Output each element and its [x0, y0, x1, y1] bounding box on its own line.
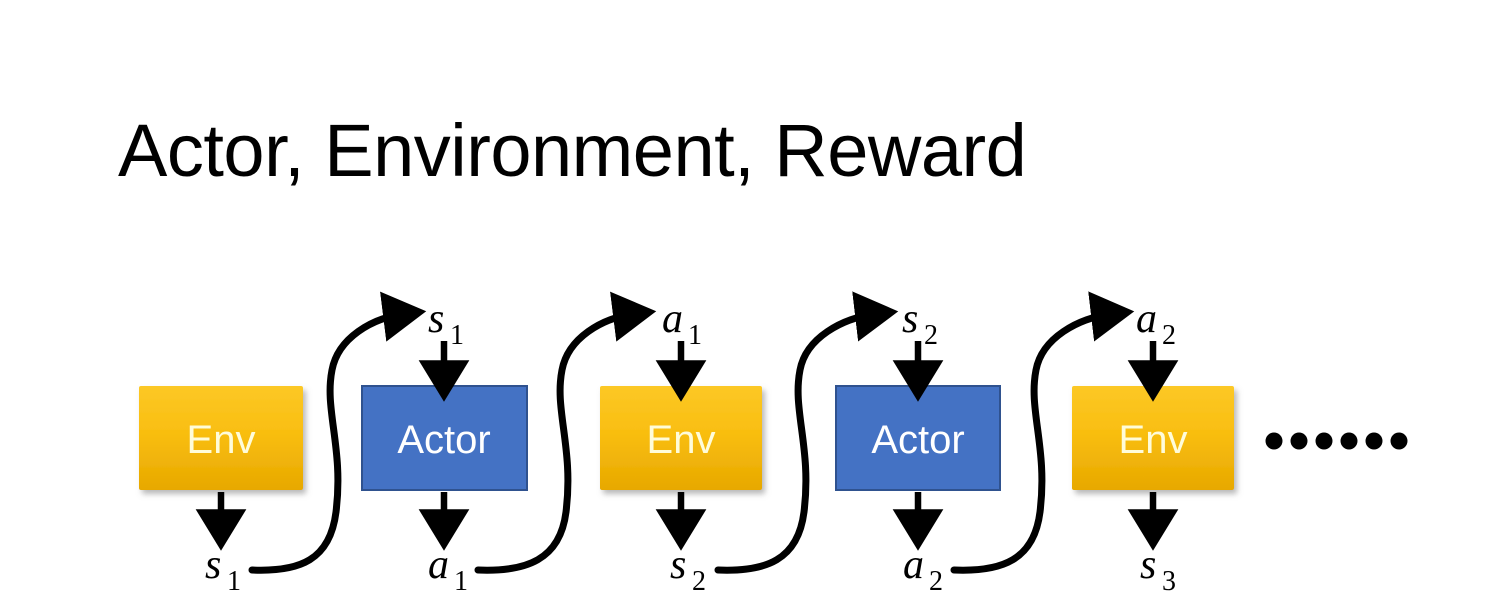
label-subscript: 2	[692, 566, 706, 597]
label-top-a1: a 1	[662, 296, 702, 351]
label-bottom-a1: a 1	[428, 542, 468, 597]
ellipsis-dot	[1365, 432, 1383, 450]
node-label: Env	[647, 418, 716, 462]
label-bottom-s1: s 1	[205, 542, 241, 597]
label-base: s	[428, 296, 444, 342]
ellipsis-dot	[1265, 432, 1283, 450]
label-top-s1: s 1	[428, 296, 464, 351]
ellipsis-continuation	[1265, 432, 1408, 450]
label-base: a	[1136, 296, 1157, 342]
env-box-shape	[600, 386, 762, 490]
flow-curve-a2	[950, 291, 1135, 574]
node-label: Actor	[397, 418, 490, 462]
label-base: s	[902, 296, 918, 342]
actor-box-shape	[835, 385, 1001, 491]
label-bottom-s2: s 2	[670, 542, 706, 597]
node-actor-2[interactable]: Actor	[835, 385, 1001, 491]
label-bottom-a2: a 2	[903, 542, 943, 597]
label-top-a2: a 2	[1136, 296, 1176, 351]
label-subscript: 2	[924, 320, 938, 351]
node-actor-1[interactable]: Actor	[361, 385, 528, 491]
label-subscript: 1	[454, 566, 468, 597]
ellipsis-dot	[1340, 432, 1358, 450]
label-subscript: 1	[450, 320, 464, 351]
node-label: Actor	[871, 418, 964, 462]
label-base: s	[1140, 542, 1156, 588]
page-title: Actor, Environment, Reward	[118, 109, 1027, 192]
label-base: s	[205, 542, 221, 588]
label-subscript: 2	[929, 566, 943, 597]
flow-curve-s2	[714, 291, 899, 574]
env-box-shape	[1072, 386, 1234, 490]
label-subscript: 3	[1162, 566, 1176, 597]
ellipsis-dot	[1315, 432, 1333, 450]
label-bottom-s3: s 3	[1140, 542, 1176, 597]
flow-curve-a1	[474, 291, 657, 574]
label-top-s2: s 2	[902, 296, 938, 351]
label-base: a	[662, 296, 683, 342]
node-env-1[interactable]: Env	[139, 386, 303, 490]
label-subscript: 1	[688, 320, 702, 351]
node-env-2[interactable]: Env	[600, 386, 762, 490]
node-label: Env	[1119, 418, 1188, 462]
env-box-shape	[139, 386, 303, 490]
label-base: a	[428, 542, 449, 588]
ellipsis-dot	[1390, 432, 1408, 450]
flow-curve-s1	[248, 291, 427, 574]
label-base: a	[903, 542, 924, 588]
label-subscript: 1	[227, 566, 241, 597]
node-env-3[interactable]: Env	[1072, 386, 1234, 490]
ellipsis-dot	[1290, 432, 1308, 450]
actor-box-shape	[361, 385, 528, 491]
node-label: Env	[187, 418, 256, 462]
label-subscript: 2	[1162, 320, 1176, 351]
label-base: s	[670, 542, 686, 588]
